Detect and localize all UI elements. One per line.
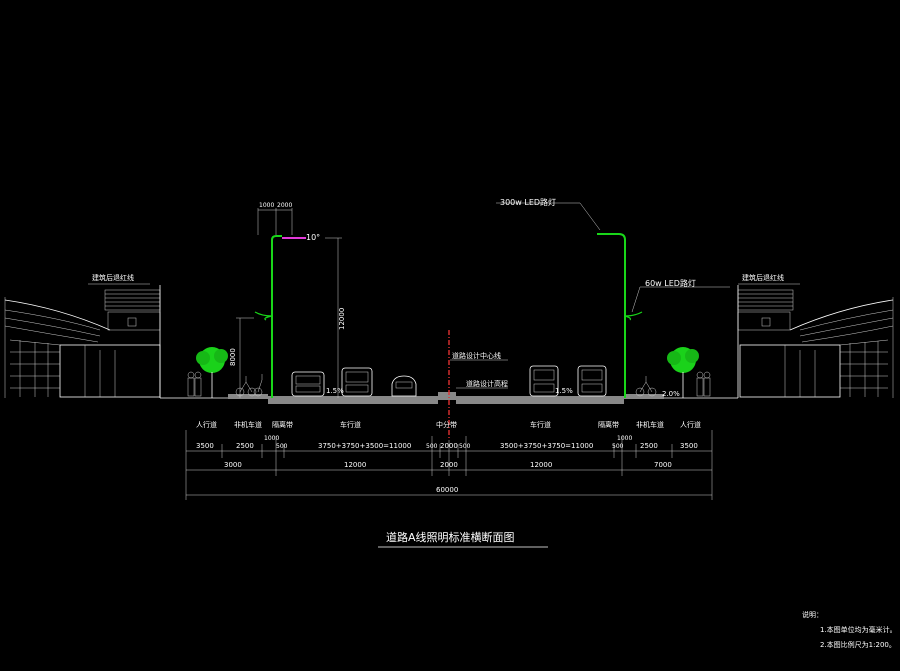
left-vehicles	[291, 367, 417, 397]
zone-right-1: 车行道	[530, 420, 551, 429]
notes-heading: 说明：	[802, 610, 823, 619]
arm-dim-2: 2000	[277, 202, 292, 209]
dim-r1-l3: 1000	[264, 435, 279, 442]
dim-r1-r5: 2500	[640, 442, 658, 450]
dim-r2-r2: 7000	[654, 461, 672, 469]
dim-r2-r1: 12000	[530, 461, 552, 469]
zone-right-3: 非机车道	[636, 420, 664, 429]
zone-left-3: 隔离带	[272, 420, 293, 429]
dim-r1-center: 2000	[440, 442, 458, 450]
dim-r1-l6: 500	[426, 443, 438, 450]
zone-center: 中分带	[436, 420, 457, 429]
dim-r1-r3: 500	[612, 443, 624, 450]
dim-r1-r4: 1000	[617, 435, 632, 442]
right-tree	[667, 347, 699, 398]
pole-height-label: 12000	[338, 308, 346, 330]
notes-item-2: 2.本图比例尺为1:200。	[820, 640, 896, 649]
slope-right: 1.5%	[555, 387, 573, 395]
lamp-300w-label: 300w LED路灯	[500, 197, 556, 207]
dim-r1-l1: 3500	[196, 442, 214, 450]
dimension-lines	[185, 430, 713, 500]
bldg-right-label: 建筑后退红线	[742, 273, 784, 282]
zone-right-4: 人行道	[680, 420, 701, 429]
dim-r1-l2: 2500	[236, 442, 254, 450]
lamp-60w-label: 60w LED路灯	[645, 278, 696, 288]
bldg-left-label: 建筑后退红线	[92, 273, 134, 282]
left-tree	[196, 347, 228, 398]
dim-r1-r6: 3500	[680, 442, 698, 450]
zone-left-4: 车行道	[340, 420, 361, 429]
dim-r2-l2: 12000	[344, 461, 366, 469]
right-pedestrians	[635, 371, 711, 397]
arm-dim-1: 1000	[259, 202, 274, 209]
dim-r1-l5: 3750+3750+3500=11000	[318, 442, 411, 450]
design-elev-label: 道路设计高程	[466, 379, 508, 388]
left-street-light	[254, 235, 306, 398]
right-building	[737, 285, 894, 398]
dim-r1-r1: 500	[459, 443, 471, 450]
dim-r1-r2: 3500+3750+3750=11000	[500, 442, 593, 450]
angle-label: 10°	[306, 233, 320, 242]
small-pole-height-label: 8000	[229, 348, 237, 366]
drawing-title: 道路A线照明标准横断面图	[386, 530, 515, 544]
zone-right-2: 隔离带	[598, 420, 619, 429]
dim-r2-center: 2000	[440, 461, 458, 469]
left-building	[4, 285, 161, 398]
zone-left-1: 人行道	[196, 420, 217, 429]
left-pedestrians	[187, 371, 263, 397]
right-vehicles	[529, 365, 607, 397]
dim-r1-l4: 500	[276, 443, 288, 450]
notes-item-1: 1.本图单位均为毫米计。	[820, 625, 897, 634]
road-center-label: 道路设计中心线	[452, 351, 501, 360]
zone-left-2: 非机车道	[234, 420, 262, 429]
slope-walk-right: 2.0%	[662, 390, 680, 398]
dim-r2-l1: 3000	[224, 461, 242, 469]
dim-total: 60000	[436, 486, 458, 494]
slope-left: 1.5%	[326, 387, 344, 395]
right-street-light	[597, 233, 643, 398]
